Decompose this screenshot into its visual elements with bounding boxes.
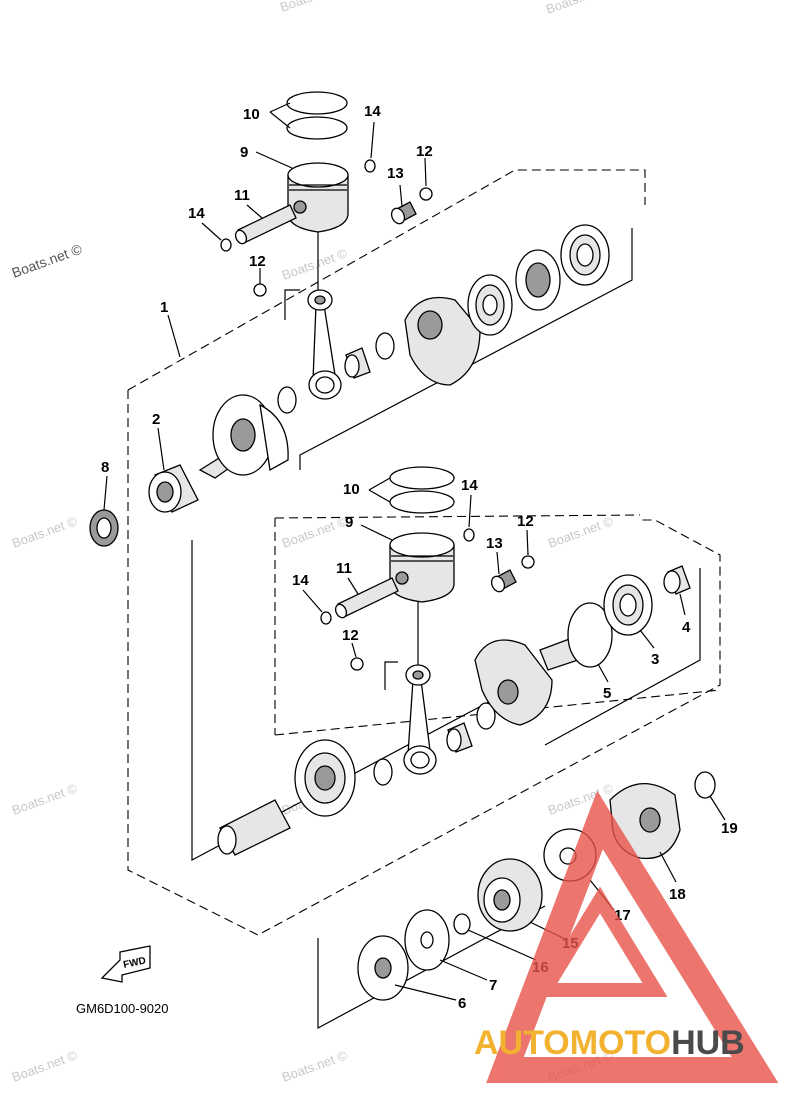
thrust-washer: [253, 283, 267, 297]
thrust-washer: [419, 187, 433, 201]
needle-bearing: [490, 569, 517, 593]
piston-ring: [286, 116, 348, 140]
lower-piston-group: [320, 466, 535, 775]
callout-2: 2: [152, 411, 160, 428]
circlip: [463, 528, 475, 542]
callout-7: 7: [489, 977, 497, 994]
circlip: [320, 611, 332, 625]
callout-9: 9: [240, 144, 248, 161]
oil-seal: [89, 509, 119, 547]
circlip: [364, 159, 376, 173]
watermark-text: Boats.net ©: [546, 513, 616, 551]
callout-12: 12: [416, 143, 433, 160]
lower-crankshaft: [217, 565, 691, 856]
o-ring: [453, 913, 471, 935]
thrust-washer: [521, 555, 535, 569]
fwd-arrow: FWD: [100, 945, 151, 983]
brand-part2: HUB: [671, 1024, 745, 1062]
piston: [287, 162, 349, 233]
callout-13: 13: [486, 535, 503, 552]
circlip-ring: [567, 602, 613, 668]
crank-web: [198, 394, 289, 479]
watermark-text: Boats.net ©: [10, 513, 80, 551]
brand-wordmark: AUTOMOTOHUB: [474, 1024, 745, 1062]
upper-piston-group: [220, 91, 433, 400]
callout-8: 8: [101, 459, 109, 476]
watermark-text: Boats.net ©: [280, 1047, 350, 1085]
bushing: [663, 565, 691, 595]
watermark-text: Boats.net ©: [10, 240, 85, 280]
automotohub-logo: [486, 790, 779, 1083]
shim-washer: [277, 386, 297, 414]
crank-web-lower: [474, 637, 579, 726]
piston: [389, 532, 455, 603]
callout-18: 18: [669, 886, 686, 903]
shim-washer: [373, 758, 393, 786]
fwd-label: FWD: [122, 955, 147, 970]
main-bearing: [148, 464, 199, 513]
callout-12: 12: [249, 253, 266, 270]
callout-1: 1: [160, 299, 168, 316]
callout-14: 14: [188, 205, 205, 222]
brand-part1: AUTOMOTO: [474, 1024, 671, 1062]
end-washer: [694, 771, 716, 799]
upper-end-bearing: [560, 224, 610, 286]
callout-14: 14: [364, 103, 381, 120]
callout-labels: 10 14 9 12 13 11 14 12 1 2 8 10 14 9 12 …: [101, 103, 738, 1012]
callout-13: 13: [387, 165, 404, 182]
piston-ring: [389, 490, 455, 514]
center-bearing: [467, 274, 513, 336]
callout-12: 12: [517, 513, 534, 530]
labyrinth-seal: [515, 249, 561, 311]
lower-end-bearing: [294, 739, 356, 817]
callout-11: 11: [336, 560, 352, 577]
collar: [357, 935, 409, 1001]
watermark-text: Boats.net ©: [10, 780, 80, 818]
callout-19: 19: [721, 820, 738, 837]
end-journal: [217, 799, 291, 856]
piston-ring: [389, 466, 455, 490]
watermark-text: Boats.net ©: [278, 0, 348, 15]
piston-ring: [286, 91, 348, 115]
crank-pin: [446, 722, 473, 753]
circlip: [220, 238, 232, 252]
needle-bearing: [390, 201, 417, 225]
watermark-text: Boats.net ©: [280, 513, 350, 551]
thrust-washer: [350, 657, 364, 671]
shim-washer: [375, 332, 395, 360]
callout-10: 10: [343, 481, 360, 498]
lower-bearing: [603, 574, 653, 636]
watermark-text: Boats.net ©: [544, 0, 614, 17]
wrist-pin: [234, 204, 297, 245]
connecting-rod: [403, 664, 437, 775]
connecting-rod: [307, 289, 342, 400]
callout-4: 4: [682, 619, 691, 636]
wrist-pin: [334, 577, 399, 619]
shim-washer: [476, 702, 496, 730]
watermark-text: Boats.net ©: [280, 245, 350, 283]
callout-11: 11: [234, 187, 250, 204]
callout-14: 14: [461, 477, 478, 494]
callout-9: 9: [345, 514, 353, 531]
callout-6: 6: [458, 995, 466, 1012]
coupling-hub: [477, 858, 543, 932]
watermark-text: Boats.net ©: [10, 1047, 80, 1085]
callout-14: 14: [292, 572, 309, 589]
callout-12: 12: [342, 627, 359, 644]
callout-3: 3: [651, 651, 659, 668]
upper-crankshaft: [89, 224, 610, 547]
callout-5: 5: [603, 685, 611, 702]
callout-10: 10: [243, 106, 260, 123]
washer-plate: [404, 909, 450, 971]
crank-pin: [344, 347, 371, 379]
diagram-code: GM6D100-9020: [76, 1001, 169, 1016]
crank-web-center: [404, 296, 481, 386]
